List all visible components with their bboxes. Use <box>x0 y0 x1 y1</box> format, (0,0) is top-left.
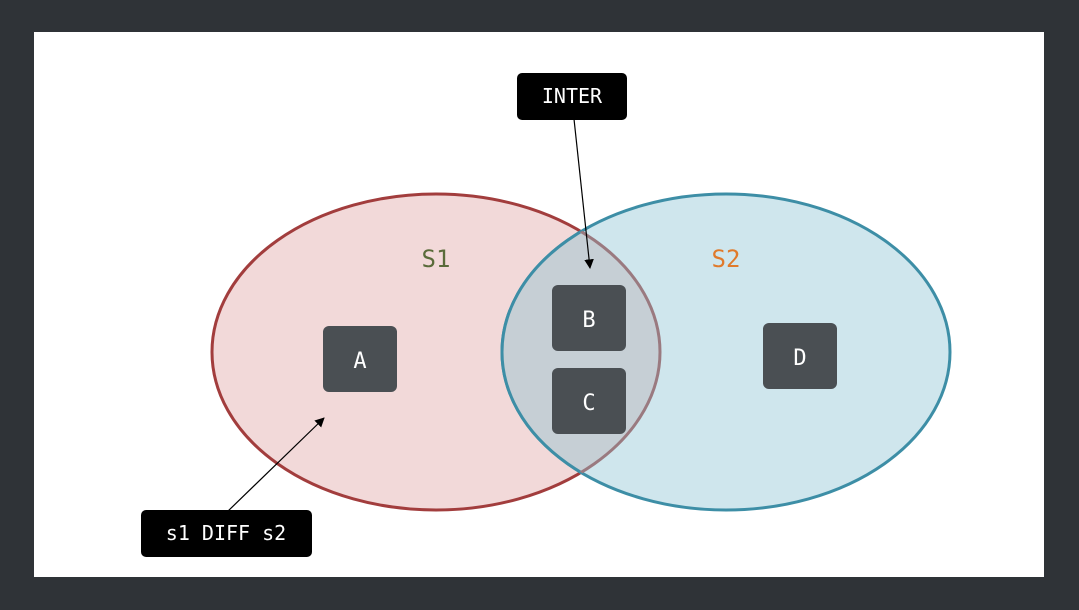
element-a-label: A <box>353 349 366 374</box>
element-c: C <box>552 368 626 434</box>
venn-diagram: S1 S2 A B C D <box>141 73 952 557</box>
inter-callout: INTER <box>517 73 627 120</box>
diagram-canvas: S1 S2 A B C D <box>34 32 1044 577</box>
element-b: B <box>552 285 626 351</box>
inter-arrow <box>573 118 594 269</box>
diff-arrow <box>225 417 325 514</box>
diff-callout: s1 DIFF s2 <box>141 510 312 557</box>
element-b-label: B <box>582 308 595 333</box>
set-s1-label: S1 <box>422 245 451 273</box>
set-s1-outline-inner <box>502 194 662 510</box>
element-c-label: C <box>582 391 595 416</box>
set-s2-label: S2 <box>712 245 741 273</box>
element-d-label: D <box>793 346 806 371</box>
diff-callout-label: s1 DIFF s2 <box>166 521 286 545</box>
inter-callout-label: INTER <box>542 84 603 108</box>
element-a: A <box>323 326 397 392</box>
element-d: D <box>763 323 837 389</box>
